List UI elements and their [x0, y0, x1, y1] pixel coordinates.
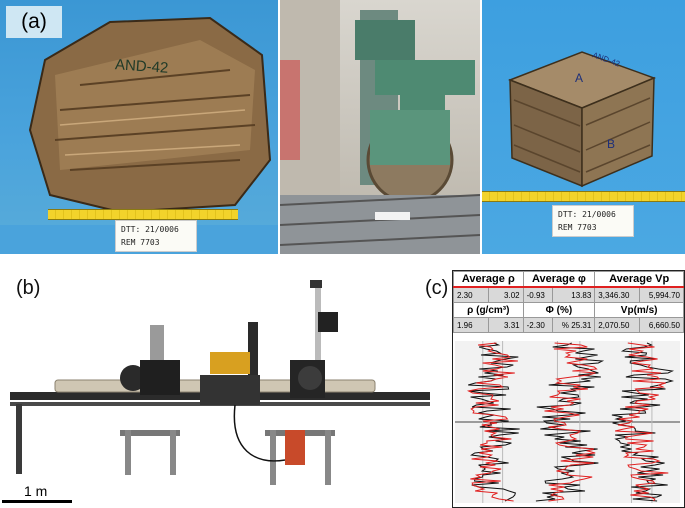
- cube-sample-photo: A B AND-42 DTT: 21/0006 REM 7703: [482, 0, 685, 254]
- svg-text:A: A: [575, 71, 583, 85]
- scale-label: 1 m: [24, 483, 48, 499]
- rock-sample-photo: AND-42 DTT: 21/0006 REM 7703: [0, 0, 278, 254]
- cell: -2.30: [522, 317, 553, 333]
- rock-saw-image: [280, 0, 480, 254]
- measuring-tape: [482, 191, 685, 202]
- cell: 13.83: [551, 286, 596, 303]
- cell-value: 25.31: [571, 320, 592, 330]
- cell: % 25.31: [551, 317, 596, 333]
- red-log-trace: [614, 342, 669, 502]
- cell: 2.30: [453, 286, 489, 303]
- header-velocity: Average Vp: [594, 271, 684, 288]
- sample-label-line: REM 7703: [558, 223, 597, 232]
- cell: 5,994.70: [638, 286, 685, 303]
- well-log-tracks: [455, 341, 680, 503]
- saw-photo: [280, 0, 480, 254]
- core-logger-image: [10, 280, 430, 485]
- red-log-trace: [466, 342, 518, 502]
- cell: -0.93: [522, 286, 553, 303]
- unit-porosity: Φ (%): [522, 302, 596, 318]
- unit-velocity: Vp(m/s): [594, 302, 684, 318]
- cell: 6,660.50: [638, 317, 685, 333]
- logs-panel: Average ρ Average φ Average Vp 2.30 3.02…: [452, 270, 685, 508]
- scale-bar: [2, 500, 72, 503]
- header-density: Average ρ: [453, 271, 524, 288]
- black-log-trace: [468, 342, 520, 502]
- black-log-trace: [611, 342, 675, 502]
- measuring-tape: [48, 209, 238, 220]
- panel-c-label: (c): [425, 277, 449, 299]
- cell: 2,070.50: [594, 317, 640, 333]
- panel-a-label: (a): [6, 6, 62, 38]
- unit-density: ρ (g/cm³): [453, 302, 524, 318]
- red-log-trace: [544, 342, 598, 502]
- sample-label-card: DTT: 21/0006 REM 7703: [552, 205, 634, 237]
- cell: 3.02: [487, 286, 524, 303]
- cube-block-image: A B: [507, 51, 657, 188]
- cell: 3.31: [487, 317, 524, 333]
- sample-label-line: DTT: 21/0006: [558, 210, 616, 219]
- rock-sample-marking: AND-42: [114, 56, 169, 77]
- svg-text:B: B: [607, 137, 615, 151]
- cell: 3,346.30: [594, 286, 640, 303]
- sample-label-line: DTT: 21/0006: [121, 225, 179, 234]
- panel-b-label: (b): [16, 277, 41, 299]
- sample-label-card: DTT: 21/0006 REM 7703: [115, 220, 197, 252]
- stats-table: Average ρ Average φ Average Vp 2.30 3.02…: [453, 271, 685, 333]
- header-porosity: Average φ: [522, 271, 596, 288]
- sample-label-line: REM 7703: [121, 238, 160, 247]
- percent-sign: %: [561, 320, 570, 330]
- rock-block-image: [0, 16, 278, 254]
- cell: 1.96: [453, 317, 489, 333]
